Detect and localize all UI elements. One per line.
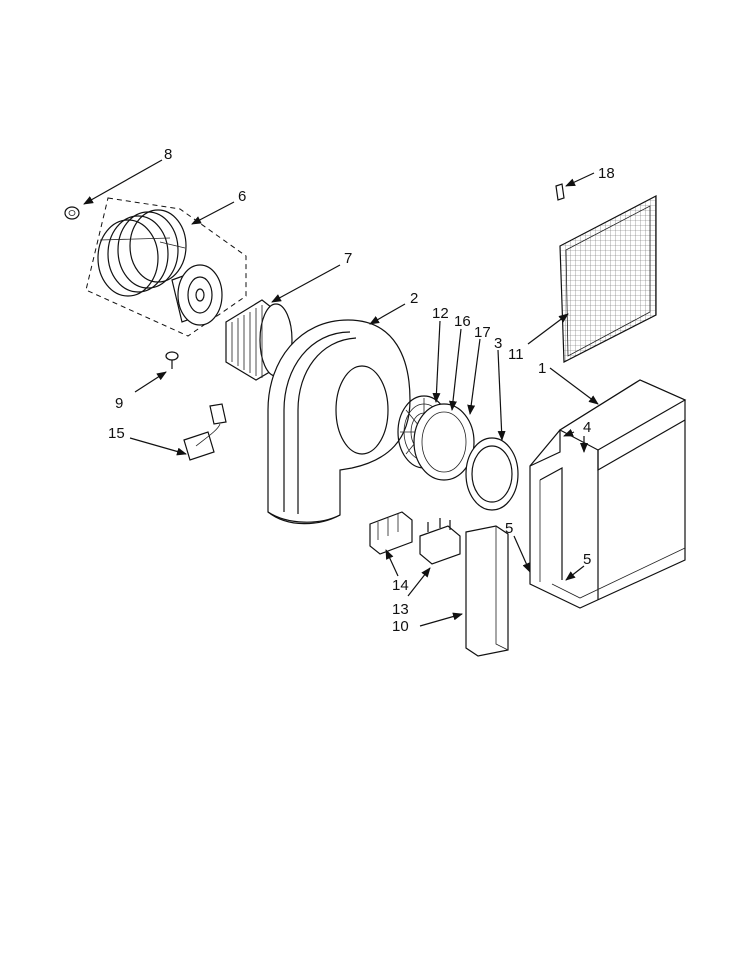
part-9-screw bbox=[165, 351, 179, 369]
callout-1: 1 bbox=[538, 360, 546, 377]
part-7-blower-wheel bbox=[171, 264, 293, 381]
callout-9: 9 bbox=[115, 395, 123, 412]
callout-7: 7 bbox=[344, 250, 352, 267]
part-10-cover-panel bbox=[465, 525, 509, 657]
part-15-thermostat bbox=[183, 403, 227, 461]
part-1-housing-box bbox=[529, 379, 687, 609]
callout-18: 18 bbox=[598, 165, 615, 182]
callout-16: 16 bbox=[454, 313, 471, 330]
part-8-nut bbox=[64, 206, 80, 220]
callout-4: 4 bbox=[583, 419, 591, 436]
callout-12: 12 bbox=[432, 305, 449, 322]
callout-15: 15 bbox=[108, 425, 125, 442]
callout-8: 8 bbox=[164, 146, 172, 163]
part-3-gasket bbox=[465, 437, 519, 511]
leader-arrows bbox=[83, 159, 599, 627]
callout-3: 3 bbox=[494, 335, 502, 352]
part-11-filter-grille bbox=[559, 195, 657, 363]
callout-5-left: 5 bbox=[505, 520, 513, 537]
part-18-clip bbox=[555, 183, 565, 201]
part-13-relay bbox=[419, 518, 461, 565]
callout-14: 14 bbox=[392, 577, 409, 594]
callout-6: 6 bbox=[238, 188, 246, 205]
part-6-heater-element bbox=[85, 197, 247, 337]
callout-11: 11 bbox=[508, 346, 524, 363]
callout-10: 10 bbox=[392, 618, 409, 635]
callout-5-right: 5 bbox=[583, 551, 591, 568]
part-2-blower-housing bbox=[267, 319, 411, 525]
callout-17: 17 bbox=[474, 324, 491, 341]
part-14-terminal-block bbox=[369, 511, 413, 555]
callout-13: 13 bbox=[392, 601, 409, 618]
part-16-ring bbox=[413, 403, 475, 481]
callout-2: 2 bbox=[410, 290, 418, 307]
